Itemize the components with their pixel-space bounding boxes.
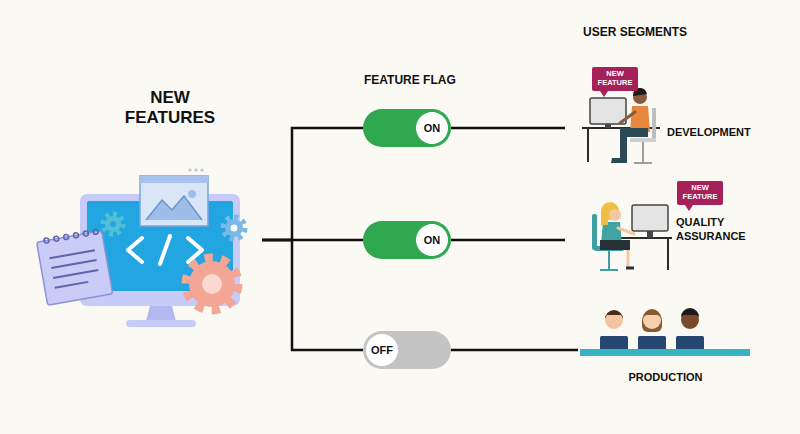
feature-heading: NEW FEATURES	[120, 88, 220, 129]
connector-line	[262, 128, 363, 240]
segment-name: QUALITY ASSURANCE	[676, 215, 756, 244]
feature-source: NEW FEATURES	[70, 80, 262, 330]
column-heading: FEATURE FLAG	[364, 73, 456, 87]
segment-name: PRODUCTION	[578, 370, 753, 384]
toggle-knob: ON	[416, 224, 448, 256]
gear-icon	[103, 214, 123, 234]
toggle-state: ON	[416, 224, 448, 256]
developer-figure	[582, 88, 660, 163]
column-heading: USER SEGMENTS	[583, 25, 687, 39]
user-segment: NEW FEATURE DEVELOPMENT	[565, 55, 753, 170]
gear-icon	[186, 258, 238, 310]
feature-toggle: OFF	[363, 331, 451, 369]
computer-illustration	[36, 168, 245, 327]
connector-line	[451, 127, 565, 130]
connector-line	[451, 349, 578, 352]
monitor-base	[126, 320, 196, 327]
bubble-tail	[685, 205, 693, 211]
code-symbol	[128, 236, 202, 264]
bubble-tail	[600, 91, 608, 97]
toggle-knob: OFF	[366, 334, 398, 366]
user-segment: NEW FEATURE QUALITY ASSURANCE	[565, 175, 758, 275]
connector-line	[451, 239, 565, 242]
connector-line	[262, 240, 363, 350]
monitor-stand	[146, 306, 176, 321]
toggle-state: ON	[416, 112, 448, 144]
tester-figure	[592, 202, 672, 270]
users-figure	[580, 308, 750, 356]
segment-name: DEVELOPMENT	[667, 125, 751, 139]
feature-toggle: ON	[363, 221, 451, 259]
speech-bubble: NEW FEATURE	[592, 67, 638, 91]
image-card	[140, 168, 208, 226]
user-segment: PRODUCTION	[578, 300, 755, 390]
gear-icon	[223, 217, 245, 239]
speech-bubble: NEW FEATURE	[677, 181, 723, 205]
notepad-icon	[36, 228, 113, 305]
toggle-state: OFF	[366, 334, 398, 366]
toggle-knob: ON	[416, 112, 448, 144]
bubble-text: NEW FEATURE	[680, 184, 720, 201]
feature-toggle: ON	[363, 109, 451, 147]
bubble-text: NEW FEATURE	[595, 70, 635, 87]
